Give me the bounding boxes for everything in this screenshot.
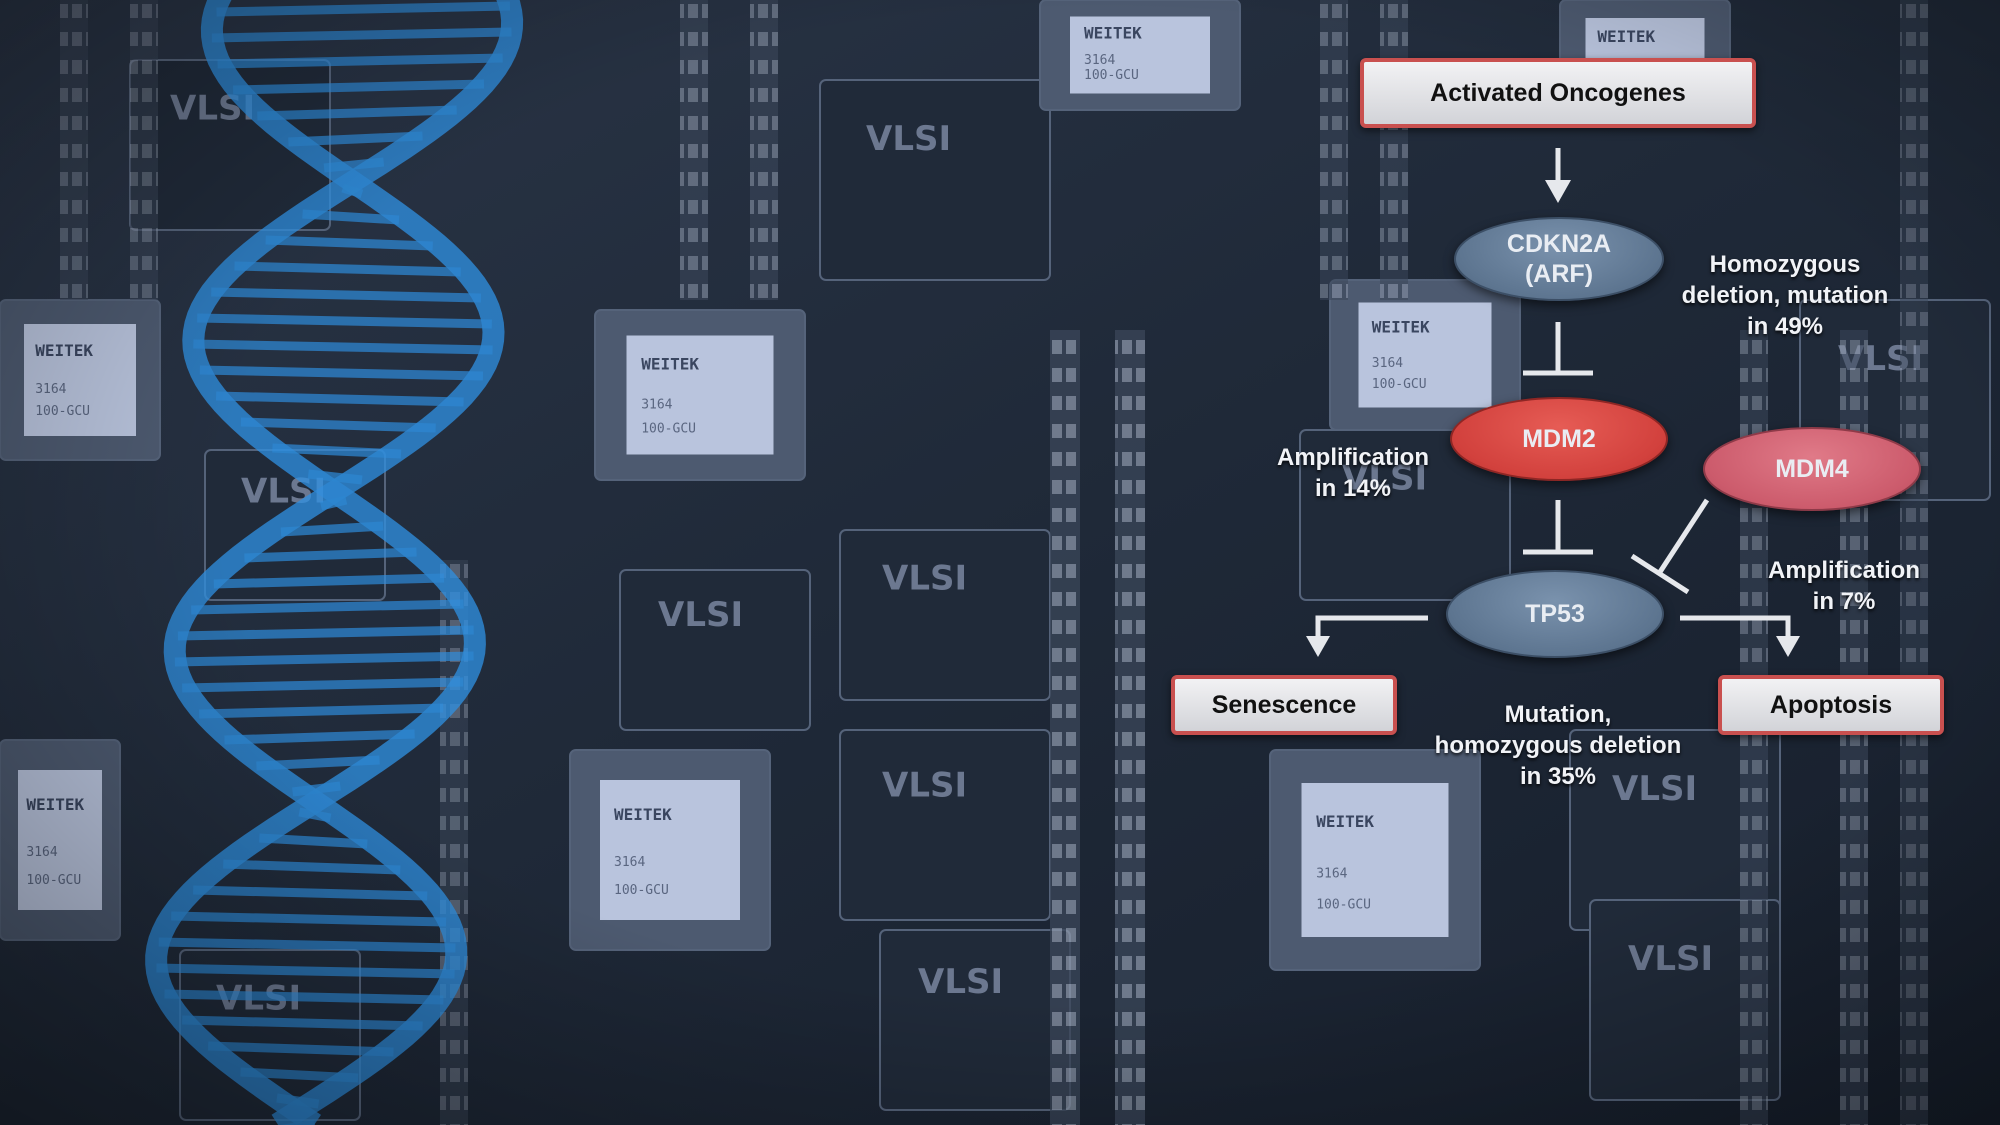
node-tp53: TP53 (1446, 570, 1664, 658)
node-apoptosis-label: Apoptosis (1769, 690, 1893, 719)
node-mdm4: MDM4 (1703, 427, 1921, 511)
node-tp53-label: TP53 (1525, 600, 1585, 628)
arrow-tp53-to-apoptosis (1680, 615, 1791, 640)
node-mdm2-label: MDM2 (1522, 425, 1596, 453)
annotation-tp53-text: Mutation, homozygous deletion in 35% (1434, 701, 1682, 790)
node-cdkn2a: CDKN2A (ARF) (1454, 217, 1664, 301)
inhibit-bar-tp53-diagonal (1630, 553, 1690, 595)
arrowhead-senescence (1306, 636, 1330, 657)
inhibit-mdm4-to-tp53 (1657, 498, 1710, 574)
node-activated-oncogenes-label: Activated Oncogenes (1430, 78, 1686, 107)
arrowhead-apoptosis (1776, 636, 1800, 657)
arrow-tp53-to-senescence (1315, 615, 1428, 640)
node-mdm4-label: MDM4 (1775, 455, 1849, 483)
node-mdm2: MDM2 (1450, 397, 1668, 481)
annotation-mdm2: Amplification in 14% (1260, 411, 1446, 504)
annotation-cdkn2a: Homozygous deletion, mutation in 49% (1660, 218, 1910, 342)
arrowhead-oncogenes-to-cdkn2a (1545, 180, 1571, 203)
annotation-mdm4: Amplification in 7% (1744, 524, 1944, 617)
node-apoptosis: Apoptosis (1718, 675, 1944, 735)
annotation-mdm4-text: Amplification in 7% (1767, 557, 1920, 615)
node-activated-oncogenes: Activated Oncogenes (1360, 58, 1756, 128)
annotation-tp53: Mutation, homozygous deletion in 35% (1400, 668, 1716, 792)
node-cdkn2a-label: CDKN2A (ARF) (1506, 230, 1612, 288)
node-senescence: Senescence (1171, 675, 1397, 735)
annotation-cdkn2a-text: Homozygous deletion, mutation in 49% (1681, 251, 1889, 340)
annotation-mdm2-text: Amplification in 14% (1276, 444, 1429, 502)
node-senescence-label: Senescence (1211, 690, 1357, 719)
